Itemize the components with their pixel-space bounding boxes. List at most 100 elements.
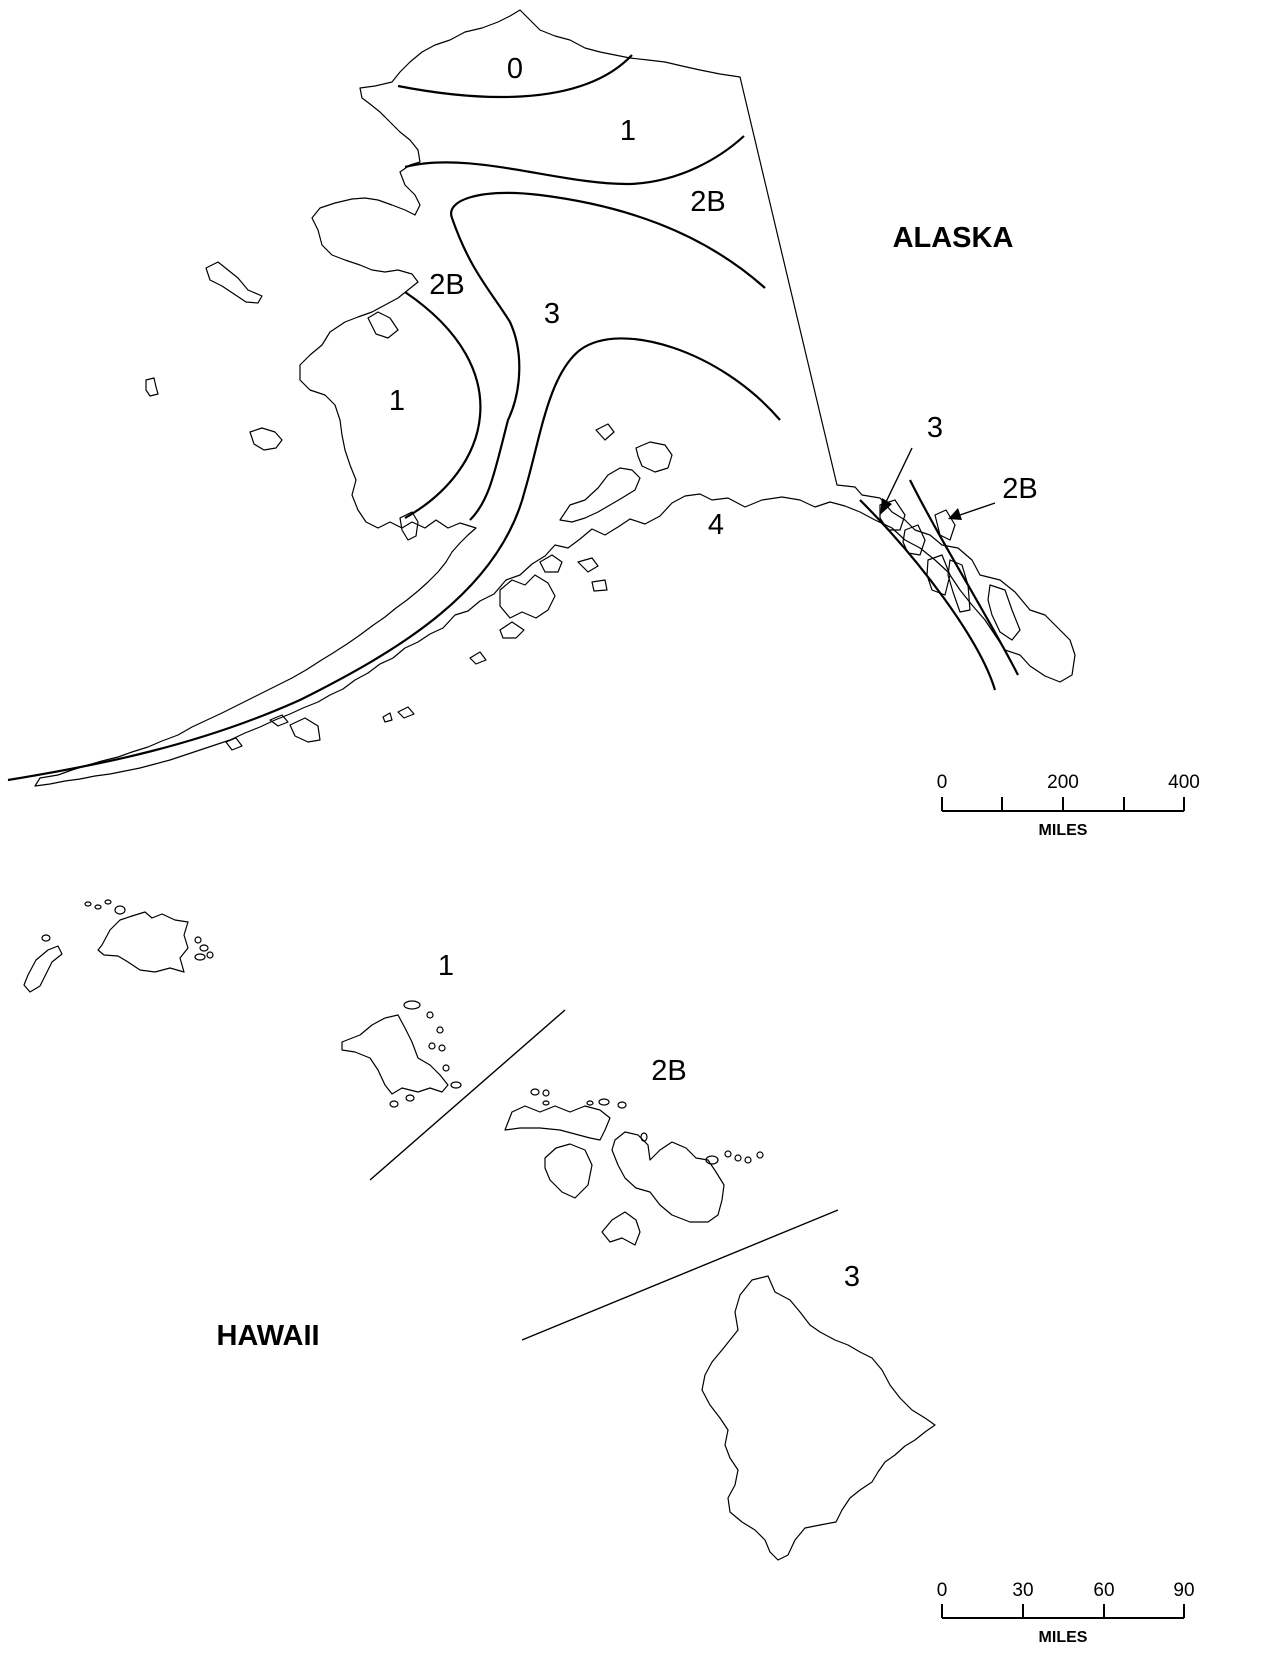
oahu-island [341, 1014, 449, 1095]
islet [617, 1101, 627, 1109]
islet [199, 944, 209, 952]
islet [542, 1089, 550, 1097]
islet [530, 1088, 540, 1096]
kenai-peninsula [559, 467, 641, 523]
zone-boundary-panhandle-inner [909, 479, 1019, 676]
hawaii-scale-bar: 0 30 60 90 MILES [937, 1580, 1195, 1646]
arrow-3-line [885, 447, 913, 503]
scale-tick-label: 30 [1012, 1580, 1033, 1601]
zone-boundary-panhandle-outer [859, 499, 997, 691]
maui-island [611, 1131, 725, 1223]
hawaii-zone-boundary-2b-3 [521, 1209, 839, 1341]
islet [756, 1151, 764, 1159]
islet [744, 1156, 752, 1164]
arrow-2b-line [959, 502, 996, 516]
alaska-panhandle-island [987, 584, 1021, 641]
zone-label: 3 [544, 298, 560, 330]
nelson-island [399, 511, 419, 541]
zone-label: 3 [927, 412, 943, 444]
kahoolawe-island [601, 1211, 641, 1246]
zone-label: 1 [620, 115, 636, 147]
islet [94, 904, 102, 910]
islet [586, 1100, 594, 1106]
scale-unit-label: MILES [1039, 822, 1088, 839]
zone-label: 1 [438, 950, 454, 982]
alaska-island [591, 579, 608, 592]
alaska-island [382, 712, 393, 723]
zone-label: 1 [389, 385, 405, 417]
scale-tick-label: 400 [1168, 772, 1200, 793]
islet [438, 1044, 446, 1052]
alaska-panhandle-island [947, 559, 971, 613]
alaska-inlet-island [595, 423, 615, 441]
arrow-2b-head [948, 508, 962, 520]
zone-label: 2B [1002, 473, 1037, 505]
alaska-island [289, 717, 321, 743]
hawaii-zone-boundary-1-2b [369, 1009, 566, 1181]
zone-boundary-3-4 [7, 337, 781, 782]
islet [104, 899, 112, 905]
scale-tick-label: 200 [1047, 772, 1079, 793]
zone-boundary-central-3 [450, 191, 766, 521]
islet [403, 1000, 421, 1010]
islet [84, 901, 92, 907]
hawaii-big-island [701, 1275, 936, 1561]
alaska-scale-bar: 0 200 400 MILES [937, 772, 1200, 839]
islet [194, 936, 202, 944]
region-title-hawaii: HAWAII [216, 1320, 319, 1352]
st-lawrence-island [205, 261, 263, 304]
zone-label: 2B [429, 269, 464, 301]
islet [436, 1026, 444, 1034]
alaska-coastline [34, 9, 1076, 787]
islet [598, 1098, 610, 1106]
nunivak-island [249, 427, 283, 451]
alaska-island [539, 554, 563, 573]
molokai-island [504, 1105, 611, 1141]
islet [426, 1011, 434, 1019]
scale-tick-label: 0 [937, 772, 948, 793]
islet [450, 1081, 462, 1089]
scale-tick-label: 60 [1093, 1580, 1114, 1601]
alaska-inlet-island [635, 441, 673, 473]
islet [442, 1064, 450, 1072]
alaska-panhandle-island [902, 524, 926, 556]
alaska-island [469, 651, 487, 665]
alaska-island [499, 621, 525, 639]
islet [724, 1150, 732, 1158]
islet [542, 1100, 550, 1106]
alaska-panhandle-island [879, 499, 906, 531]
zone-label: 3 [844, 1261, 860, 1293]
islet [114, 905, 126, 915]
scale-tick-label: 0 [937, 1580, 948, 1601]
scale-tick-label: 90 [1173, 1580, 1194, 1601]
seward-inlet-island [367, 311, 399, 339]
kodiak-island [499, 574, 556, 619]
alaska-map: 0 1 2B 2B 3 1 4 3 2B ALASKA 0 200 400 MI… [7, 9, 1200, 839]
islet [405, 1094, 415, 1102]
zone-label: 2B [690, 186, 725, 218]
zone-label: 2B [651, 1055, 686, 1087]
lanai-island [544, 1143, 593, 1199]
kauai-island [97, 911, 189, 973]
islet [428, 1042, 436, 1050]
region-title-alaska: ALASKA [893, 222, 1014, 254]
alaska-island [269, 714, 289, 727]
st-matthew-island [145, 377, 159, 397]
zone-boundary-0-1 [397, 54, 633, 99]
islet [640, 1132, 648, 1142]
islet [41, 934, 51, 942]
islet [705, 1155, 719, 1165]
niihau-island [23, 945, 63, 993]
zone-boundary-west-2b-1 [404, 291, 482, 519]
zone-label: 0 [507, 53, 523, 85]
zone-boundary-1-2b [404, 135, 745, 186]
islet [389, 1100, 399, 1108]
alaska-island [577, 557, 599, 573]
hawaii-map: 1 2B 3 HAWAII 0 30 60 90 MILES [23, 899, 1195, 1646]
alaska-island [397, 706, 415, 719]
scale-unit-label: MILES [1039, 1629, 1088, 1646]
zone-label: 4 [708, 509, 724, 541]
alaska-panhandle-island [934, 509, 956, 541]
islet [194, 953, 206, 961]
